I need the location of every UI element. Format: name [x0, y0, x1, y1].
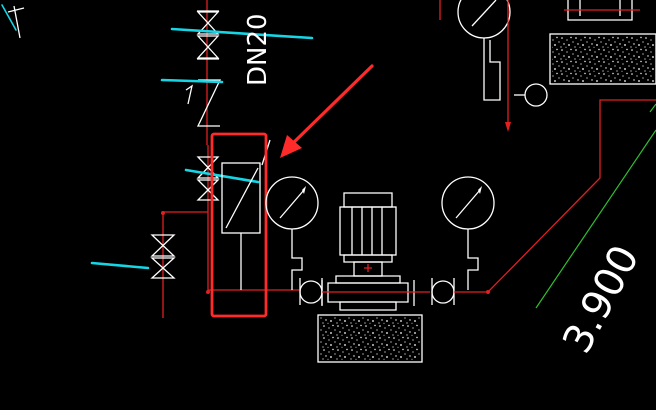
pump-base — [317, 314, 423, 363]
corner-mark — [1, 4, 25, 39]
slab-edge — [535, 129, 656, 309]
vertical-pump-icon — [321, 192, 415, 311]
highlight-box — [210, 132, 268, 318]
pressure-gauge-icon — [441, 176, 495, 290]
flange-icon — [299, 280, 323, 304]
flange-icon — [431, 280, 455, 304]
gate-valve-icon — [150, 234, 176, 279]
pipe-node — [206, 290, 210, 294]
check-valve-icon — [185, 79, 222, 127]
arrow-icon — [280, 64, 374, 158]
highlighted-component — [221, 139, 271, 290]
flow-arrow — [505, 122, 511, 132]
gate-valve-icon — [196, 10, 220, 60]
top-pipe — [439, 0, 509, 128]
flange-plates — [299, 278, 323, 305]
outlet-pipe — [454, 99, 656, 293]
flange-plates — [431, 278, 455, 305]
cyan-leader-line — [90, 261, 150, 270]
cyan-leader-line — [170, 27, 314, 40]
flange-icon — [524, 83, 548, 107]
pipe-node — [486, 290, 490, 294]
slab-edge — [649, 103, 656, 113]
pressure-gauge-icon — [265, 176, 319, 290]
cyan-leader-line — [160, 78, 224, 84]
pressure-gauge-icon — [457, 0, 511, 101]
pump-base — [549, 0, 656, 85]
pipe-node — [161, 211, 165, 215]
elevation-label: 3.900 — [554, 238, 648, 361]
pipe-size-label: DN20 — [243, 13, 273, 86]
